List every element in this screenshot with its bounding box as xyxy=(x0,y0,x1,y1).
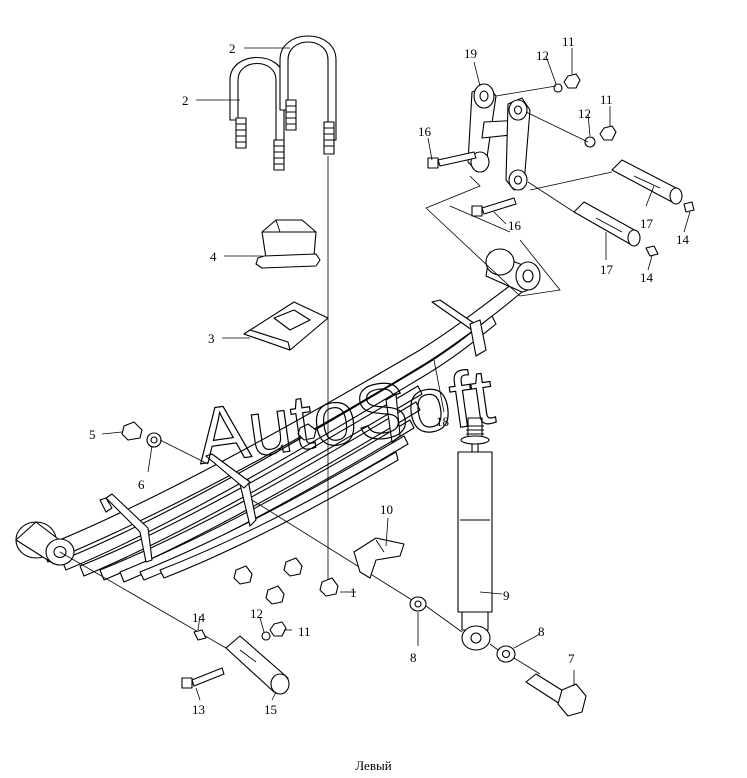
washer-12-front xyxy=(261,631,271,641)
u-bolt-left xyxy=(229,57,285,171)
callout-2-lower: 2 xyxy=(182,93,189,108)
callout-11-mid: 11 xyxy=(600,92,613,107)
shock-bracket-10 xyxy=(353,537,405,579)
shackle-pin-17-lower xyxy=(527,181,641,247)
callout-leaders xyxy=(101,47,691,701)
callout-4: 4 xyxy=(210,249,217,264)
callout-17-lower: 17 xyxy=(600,262,614,277)
callout-14-upper: 14 xyxy=(676,232,690,247)
nut-5 xyxy=(121,421,143,441)
callout-1: 1 xyxy=(350,585,357,600)
nut-11-mid xyxy=(599,125,617,141)
washer-6 xyxy=(146,432,162,448)
bolt-13 xyxy=(181,667,225,689)
grease-fitting-14-upper xyxy=(683,201,695,213)
grease-fitting-14-front xyxy=(193,629,207,641)
callout-14-lower: 14 xyxy=(640,270,654,285)
callout-7: 7 xyxy=(568,651,575,666)
nut-11-front xyxy=(269,621,287,637)
bolt-16-upper xyxy=(427,151,477,169)
u-bolt-nuts xyxy=(233,557,339,605)
front-pin-15 xyxy=(59,551,290,695)
washer-8-right xyxy=(496,645,516,663)
callout-10: 10 xyxy=(380,502,393,517)
callout-17-upper: 17 xyxy=(640,216,654,231)
callout-19: 19 xyxy=(464,46,477,61)
bolt-7 xyxy=(525,673,587,717)
callout-16-upper: 16 xyxy=(418,124,432,139)
callout-numbers: 2 2 4 3 5 6 1 10 9 8 8 7 19 16 16 12 11 … xyxy=(89,34,690,717)
callout-8-left: 8 xyxy=(410,650,417,665)
spring-pad xyxy=(243,301,329,351)
callout-12-mid: 12 xyxy=(578,106,591,121)
bolt-16-lower xyxy=(471,197,517,217)
washer-8-left xyxy=(409,596,427,612)
callout-5: 5 xyxy=(89,427,96,442)
callout-13: 13 xyxy=(192,702,205,717)
callout-8-right: 8 xyxy=(538,624,545,639)
shock-absorber-9 xyxy=(457,417,493,651)
callout-9: 9 xyxy=(503,588,510,603)
callout-15: 15 xyxy=(264,702,277,717)
nut-11-top xyxy=(563,73,581,89)
callout-16-lower: 16 xyxy=(508,218,522,233)
callout-6: 6 xyxy=(138,477,145,492)
callout-3: 3 xyxy=(208,331,215,346)
callout-2-upper: 2 xyxy=(229,41,236,56)
callout-18: 18 xyxy=(436,414,449,429)
u-bolt-right xyxy=(279,35,337,582)
washer-12-mid xyxy=(584,136,596,148)
diagram-caption: Левый xyxy=(355,758,392,773)
leaf-spring xyxy=(15,248,541,583)
washer-12-top xyxy=(553,83,563,93)
rubber-bumper xyxy=(255,219,321,269)
callout-12-front: 12 xyxy=(250,606,263,621)
callout-14-front: 14 xyxy=(192,610,206,625)
grease-fitting-14-lower xyxy=(645,245,659,257)
shackle-bracket xyxy=(467,83,531,191)
shackle-pin-17-upper xyxy=(529,159,683,205)
callout-11-top: 11 xyxy=(562,34,575,49)
callout-12-top: 12 xyxy=(536,48,549,63)
callout-11-front: 11 xyxy=(298,624,311,639)
